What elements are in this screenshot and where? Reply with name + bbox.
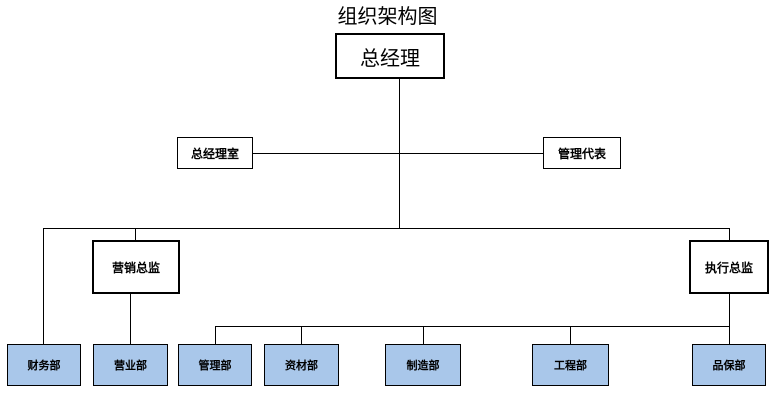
dept-finance: 财务部 <box>7 344 81 386</box>
node-gm-office: 总经理室 <box>177 137 253 169</box>
node-management-rep: 管理代表 <box>543 137 621 169</box>
dept-engineering: 工程部 <box>532 344 609 386</box>
dept-materials: 资材部 <box>264 344 339 386</box>
node-general-manager: 总经理 <box>335 33 445 79</box>
diagram-title: 组织架构图 <box>337 4 438 28</box>
dept-sales: 营业部 <box>93 344 168 386</box>
node-exec-director: 执行总监 <box>689 240 769 294</box>
dept-manufacturing: 制造部 <box>385 344 461 386</box>
dept-administration: 管理部 <box>178 344 252 386</box>
node-sales-director: 营销总监 <box>92 240 180 294</box>
dept-quality-assurance: 品保部 <box>692 344 766 386</box>
